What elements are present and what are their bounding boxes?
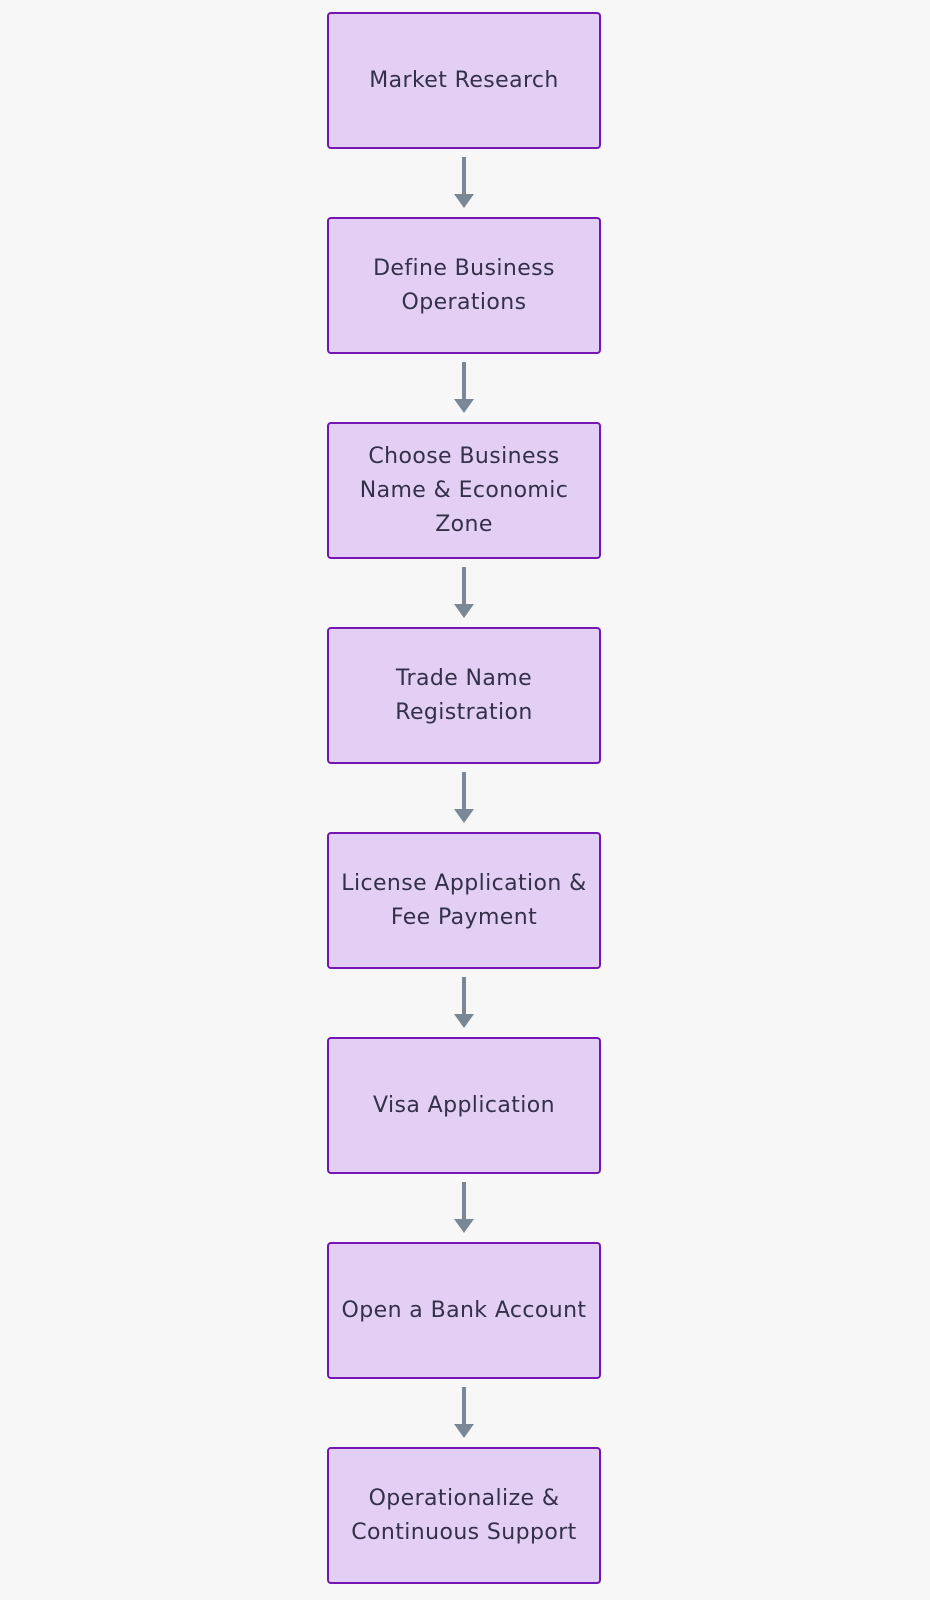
step-visa-application: Visa Application <box>327 1037 601 1174</box>
step-open-bank-account: Open a Bank Account <box>327 1242 601 1379</box>
step-label: Operationalize & Continuous Support <box>351 1485 577 1545</box>
step-label: Open a Bank Account <box>341 1297 587 1323</box>
step-label: License Application & Fee Payment <box>341 870 587 930</box>
step-market-research: Market Research <box>327 12 601 149</box>
arrow-down-icon <box>454 157 474 209</box>
arrow-down-icon <box>454 567 474 619</box>
step-define-business-operations: Define Business Operations <box>327 217 601 354</box>
step-label: Choose Business Name & Economic Zone <box>359 443 569 537</box>
step-license-application: License Application & Fee Payment <box>327 832 601 969</box>
step-choose-business-name: Choose Business Name & Economic Zone <box>327 422 601 559</box>
arrow-down-icon <box>454 1387 474 1439</box>
step-label: Visa Application <box>373 1092 555 1118</box>
arrow-down-icon <box>454 772 474 824</box>
step-label: Define Business Operations <box>373 255 555 315</box>
step-label: Trade Name Registration <box>395 665 533 725</box>
arrow-down-icon <box>454 362 474 414</box>
step-operationalize-support: Operationalize & Continuous Support <box>327 1447 601 1584</box>
step-label: Market Research <box>369 67 559 93</box>
arrow-down-icon <box>454 977 474 1029</box>
step-trade-name-registration: Trade Name Registration <box>327 627 601 764</box>
arrow-down-icon <box>454 1182 474 1234</box>
